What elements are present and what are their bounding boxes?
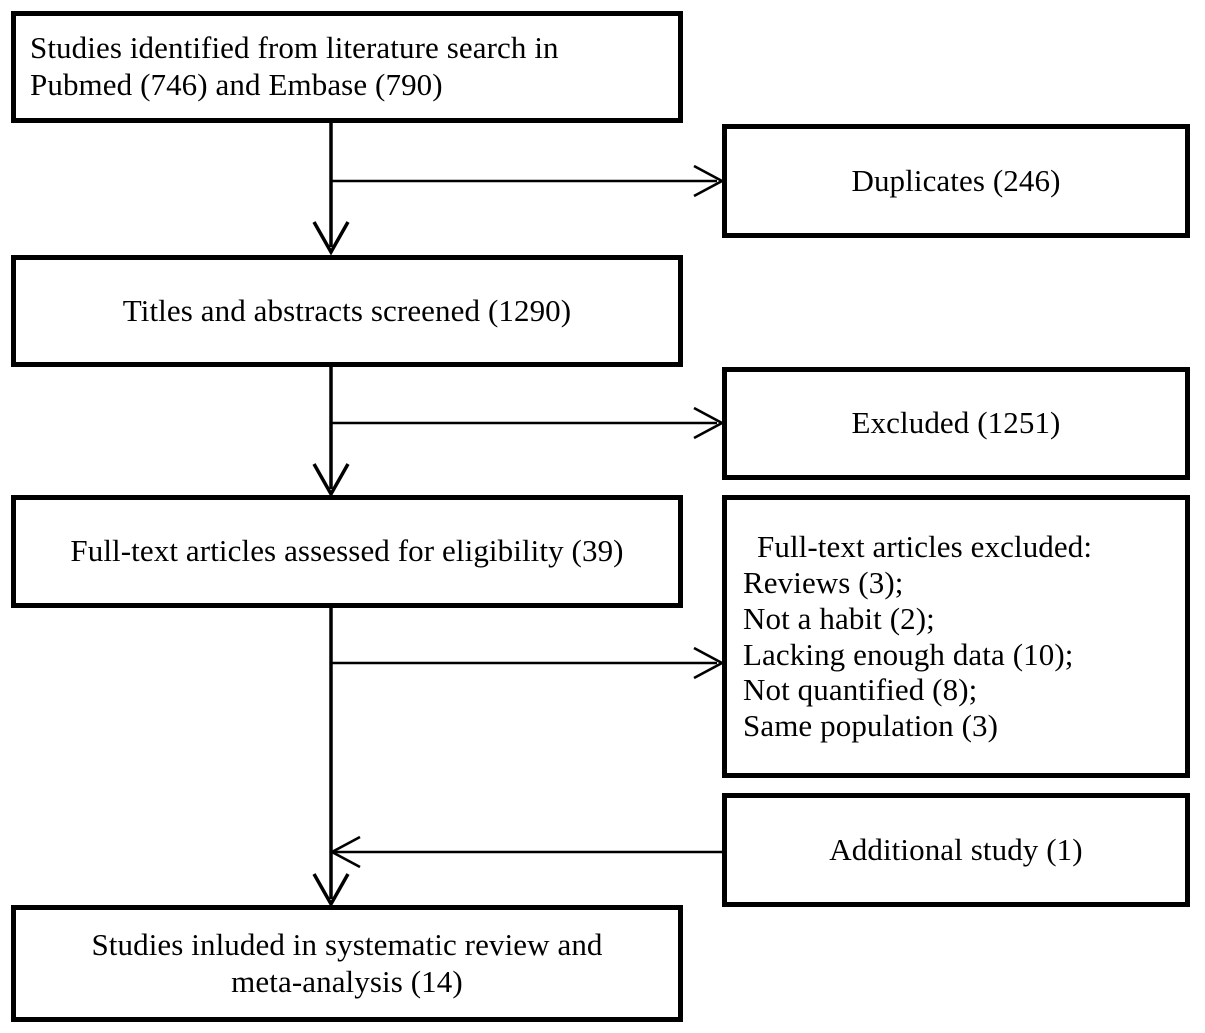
connector-identified-to-screened: [312, 123, 350, 256]
node-fulltext-excluded-reason-2: Not a habit (2);: [743, 600, 935, 636]
node-fulltext-excluded-reasons: Full-text articles excluded: Reviews (3)…: [722, 495, 1190, 778]
node-fulltext-assessed: Full-text articles assessed for eligibil…: [11, 495, 683, 608]
node-titles-abstracts-screened-line-1: Titles and abstracts screened (1290): [122, 292, 572, 328]
node-additional-study-line-1: Additional study (1): [829, 831, 1083, 867]
node-studies-included: Studies inluded in systematic review and…: [11, 905, 683, 1022]
node-fulltext-excluded-header: Full-text articles excluded:: [757, 528, 1093, 564]
connector-additional-to-included: [329, 835, 722, 869]
node-duplicates-line-1: Duplicates (246): [851, 162, 1061, 198]
node-additional-study-text: Additional study (1): [727, 832, 1185, 869]
connector-fulltext-to-included: [312, 608, 350, 908]
connector-fulltext-to-ft-excluded: [331, 646, 725, 680]
node-fulltext-excluded-reason-4: Not quantified (8);: [743, 672, 978, 708]
node-excluded: Excluded (1251): [722, 367, 1190, 480]
node-studies-identified-line-1: Studies identified from literature searc…: [30, 30, 559, 66]
node-excluded-text: Excluded (1251): [727, 405, 1185, 442]
node-studies-included-line-1: Studies inluded in systematic review and: [91, 926, 603, 962]
node-fulltext-excluded-reason-1: Reviews (3);: [743, 564, 904, 600]
node-studies-included-text: Studies inluded in systematic review and…: [16, 927, 678, 1000]
node-additional-study: Additional study (1): [722, 793, 1190, 907]
node-fulltext-excluded-reason-5: Same population (3): [743, 708, 999, 744]
node-duplicates: Duplicates (246): [722, 124, 1190, 238]
node-duplicates-text: Duplicates (246): [727, 163, 1185, 200]
node-studies-identified-text: Studies identified from literature searc…: [16, 30, 678, 103]
node-studies-identified-line-2: Pubmed (746) and Embase (790): [30, 67, 443, 102]
node-fulltext-assessed-line-1: Full-text articles assessed for eligibil…: [70, 533, 624, 569]
node-fulltext-excluded-reasons-text: Full-text articles excluded: Reviews (3)…: [727, 529, 1185, 745]
node-studies-included-line-2: meta-analysis (14): [231, 963, 463, 999]
node-fulltext-excluded-reason-3: Lacking enough data (10);: [743, 636, 1074, 672]
connector-screened-to-fulltext: [312, 367, 350, 498]
connector-identified-to-duplicates: [331, 164, 725, 198]
node-titles-abstracts-screened: Titles and abstracts screened (1290): [11, 255, 683, 367]
node-studies-identified: Studies identified from literature searc…: [11, 11, 683, 123]
node-titles-abstracts-screened-text: Titles and abstracts screened (1290): [16, 293, 678, 330]
node-fulltext-assessed-text: Full-text articles assessed for eligibil…: [16, 533, 678, 570]
connector-screened-to-excluded: [331, 406, 725, 440]
node-excluded-line-1: Excluded (1251): [851, 405, 1061, 441]
